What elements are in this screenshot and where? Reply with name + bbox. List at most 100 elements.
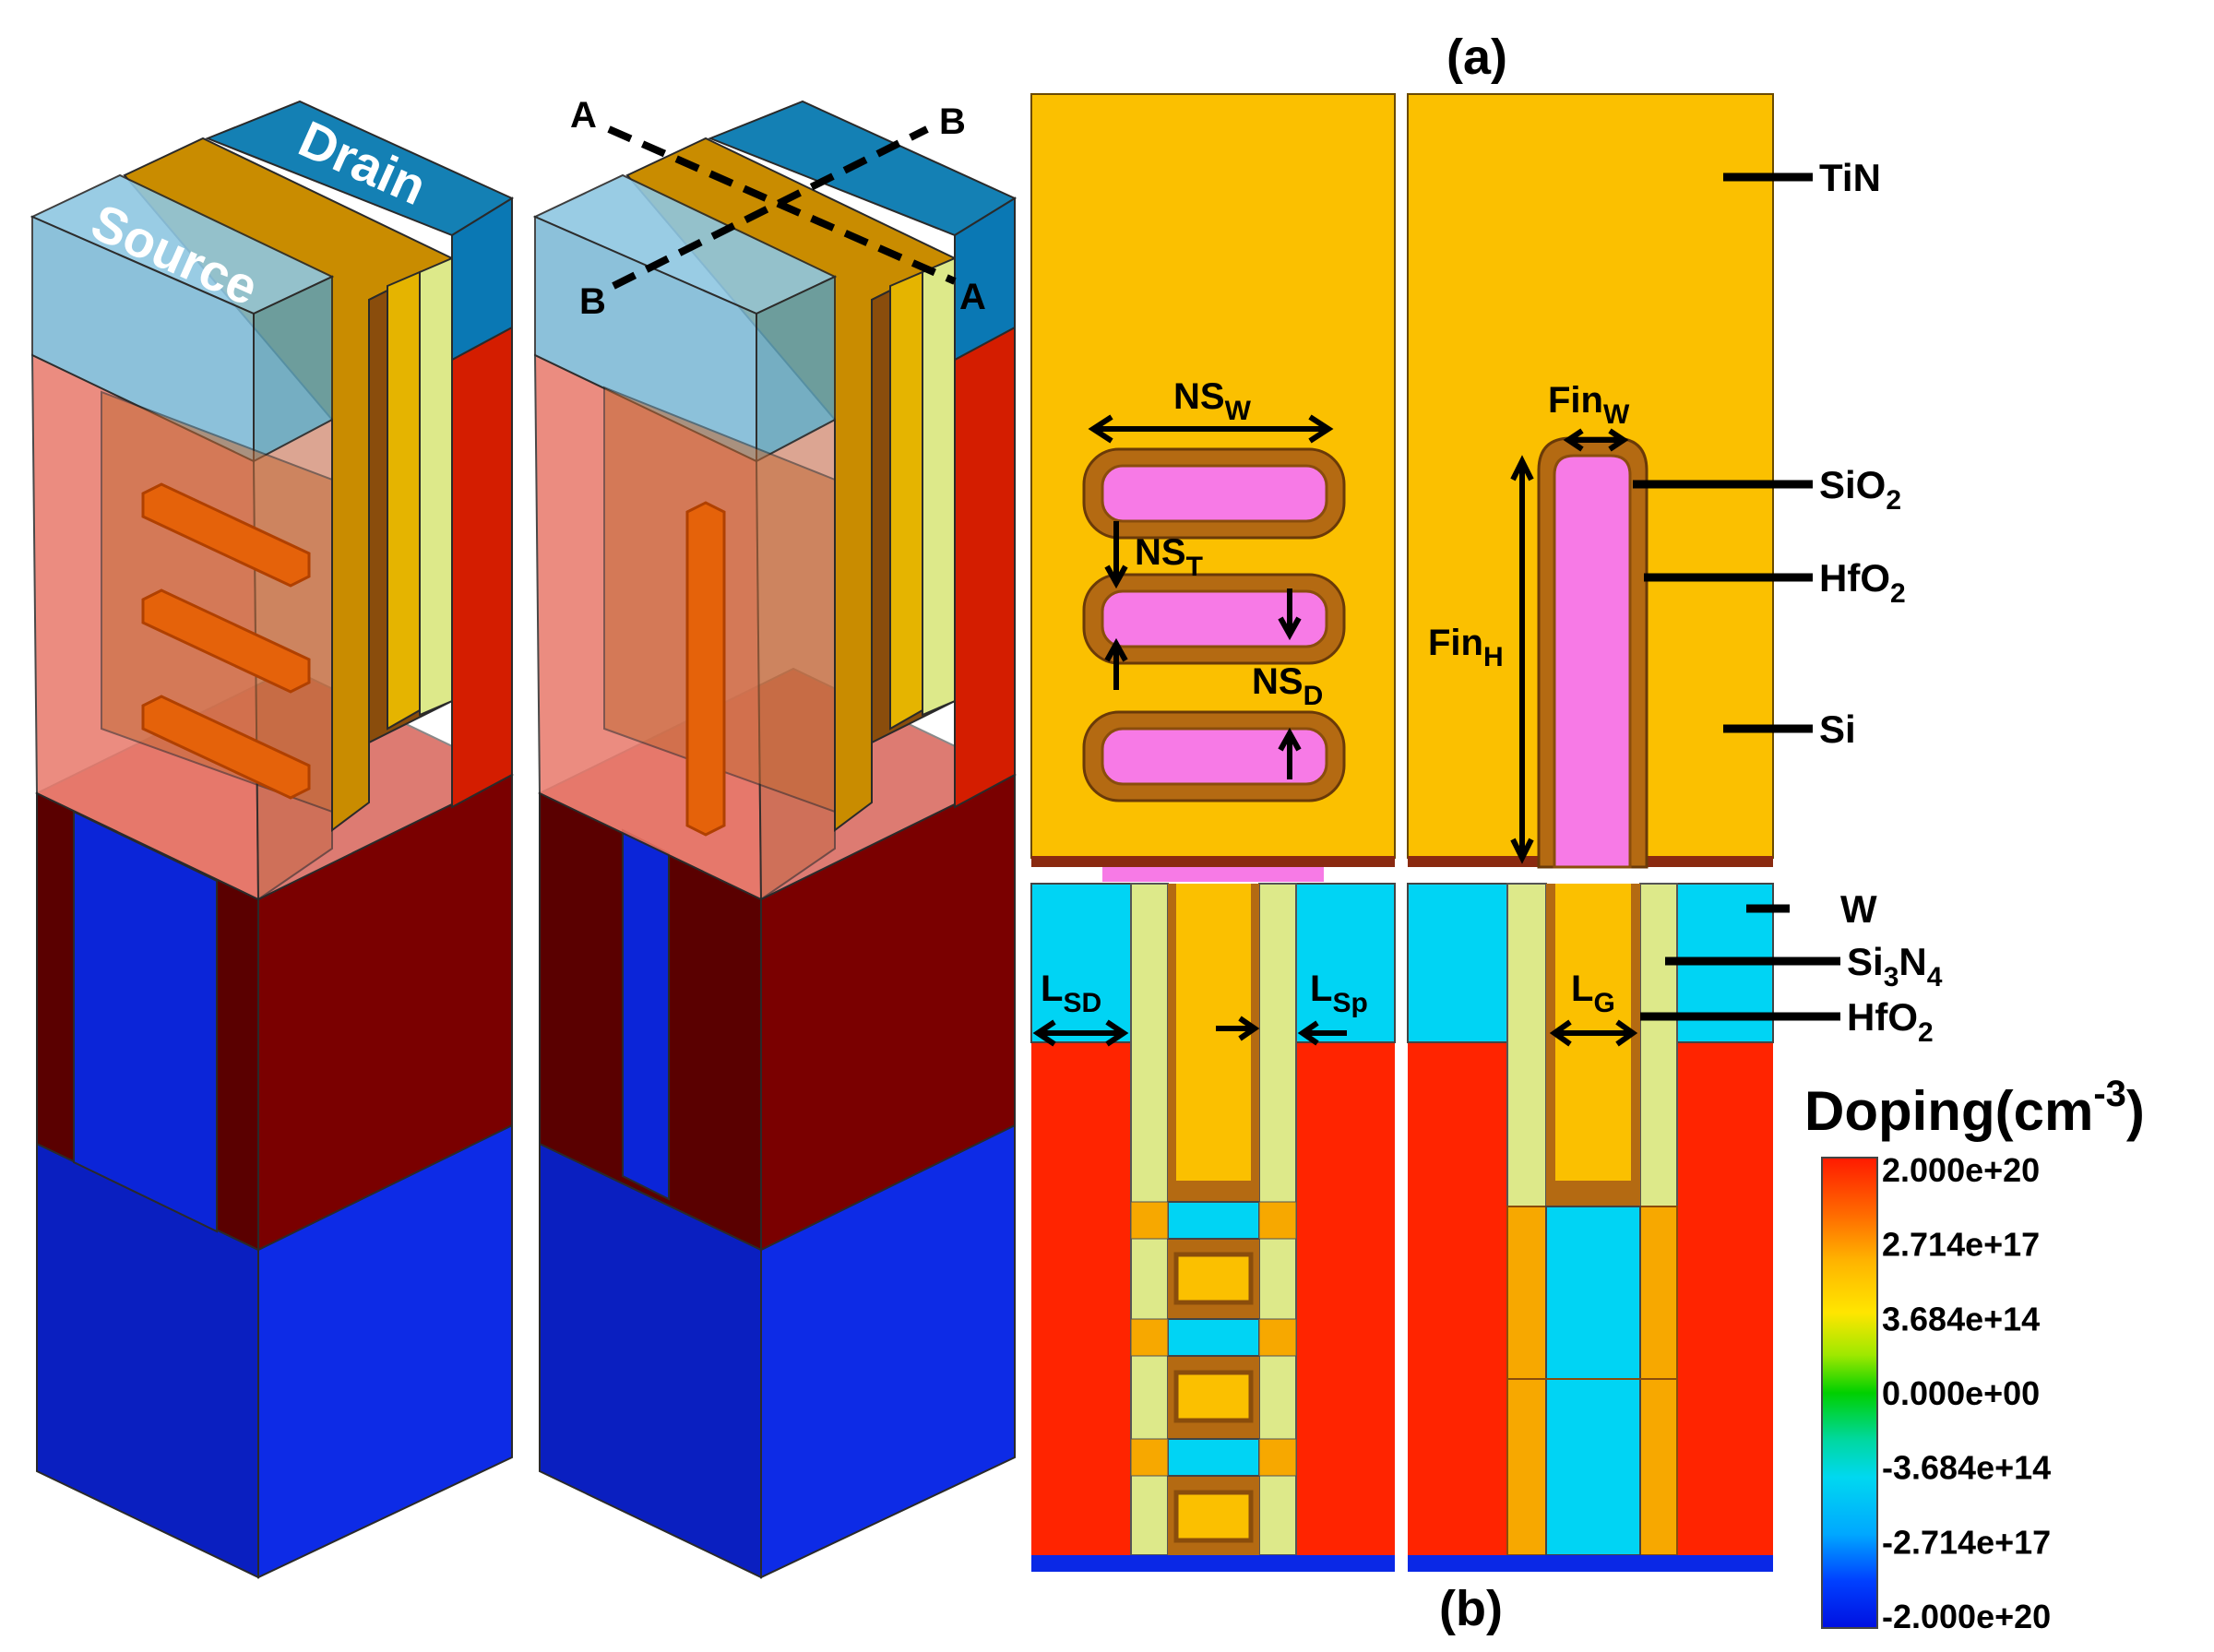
- arrowhead: [1278, 727, 1302, 752]
- nanosheet-core: [1101, 589, 1328, 648]
- panel-a-label: (a): [1446, 30, 1507, 85]
- l-sd-label: LSD: [1041, 969, 1101, 1018]
- arrowhead: [1510, 455, 1534, 481]
- arrowhead: [1297, 1020, 1319, 1046]
- w-contact-left: [1407, 883, 1508, 1043]
- tin-label: TiN: [1819, 156, 1881, 199]
- legend-tick-label: 0.000e+00: [1882, 1374, 2040, 1412]
- drain-side-face: [451, 326, 513, 809]
- w-contact-right: [1295, 883, 1396, 1043]
- arrowhead: [1308, 414, 1334, 444]
- nanosheet-core: [1101, 727, 1328, 786]
- substrate-strip: [1408, 1555, 1773, 1572]
- arrowhead: [1088, 414, 1113, 444]
- bottom-oxide-strip: [1031, 856, 1395, 867]
- arrowhead: [1105, 1019, 1129, 1047]
- legend-tick-label: 2.000e+20: [1882, 1151, 2040, 1189]
- arrowhead: [1549, 1019, 1572, 1047]
- arrowhead: [1563, 428, 1584, 452]
- cross-section-nanosheet: NSW NST NSD: [1030, 93, 1396, 882]
- ns-d-label: NSD: [1252, 661, 1323, 711]
- l-sp-label: LSp: [1310, 969, 1368, 1018]
- channel-layer-cyan: [1167, 1201, 1260, 1240]
- arrowhead: [1238, 1016, 1260, 1041]
- legend-ticks: 2.000e+20 2.714e+17 3.684e+14 0.000e+00 -3.6…: [1882, 1151, 2051, 1635]
- ns-w-label: NSW: [1173, 376, 1252, 426]
- extension-band: [1130, 1438, 1169, 1477]
- longitudinal-fin: LG: [1407, 883, 1840, 1572]
- nanosheet-core: [1101, 464, 1328, 523]
- ns-t-label: NST: [1135, 532, 1203, 582]
- w-label: W: [1840, 887, 1877, 931]
- hfo2-label: HfO2: [1819, 556, 1906, 609]
- gate-strip-3: [387, 270, 421, 731]
- gate-strip-3: [889, 270, 923, 731]
- arrowhead: [1510, 838, 1534, 864]
- cut-a-label-top: A: [570, 95, 597, 136]
- arrowhead: [1615, 1019, 1638, 1047]
- nanosheets-3d: [141, 482, 311, 800]
- legend-title: Doping(cm-3): [1804, 1074, 2145, 1142]
- channel-bottom-strip: [1102, 867, 1324, 882]
- gate-metal: [1176, 884, 1251, 1181]
- cut-a-label-bottom: A: [959, 277, 986, 317]
- si3n4-label: Si3N4: [1847, 940, 1943, 992]
- fin-core: [1553, 454, 1632, 869]
- arrowhead: [1608, 428, 1629, 452]
- substrate-tap: [622, 828, 670, 1201]
- channel-layer-cyan: [1167, 1318, 1260, 1357]
- extension-band: [1258, 1318, 1297, 1357]
- longitudinal-nanosheet: LSD LSp: [1030, 883, 1396, 1572]
- legend-tick-label: -2.714e+17: [1882, 1523, 2051, 1561]
- extension-left: [1506, 1206, 1547, 1556]
- cut-b-label-bottom: B: [579, 281, 606, 322]
- extension-right: [1639, 1206, 1678, 1556]
- drain-side-top: [451, 196, 513, 362]
- nanosheet-3d: [141, 588, 311, 694]
- extension-band: [1130, 1201, 1169, 1240]
- cut-b-label-top: B: [939, 101, 966, 142]
- device-3d-finfet: A A B B: [532, 95, 1018, 1579]
- cut-line-b: [612, 125, 929, 290]
- nanosheet-3d: [141, 482, 311, 588]
- fin-channel: [1545, 1206, 1641, 1556]
- si-label: Si: [1819, 707, 1856, 751]
- sio2-label: SiO2: [1819, 463, 1901, 516]
- channel-layer-cyan: [1167, 1438, 1260, 1477]
- arrowhead: [1104, 565, 1128, 589]
- gate-strip-4: [419, 256, 453, 717]
- extension-band: [1130, 1318, 1169, 1357]
- panel-b-label: (b): [1439, 1581, 1503, 1636]
- legend-tick-label: 2.714e+17: [1882, 1226, 2040, 1264]
- spacer-right: [1639, 883, 1678, 1207]
- legend-tick-label: 3.684e+14: [1882, 1300, 2040, 1337]
- substrate-strip: [1031, 1555, 1395, 1572]
- fin-h-label: FinH: [1428, 623, 1504, 672]
- legend-tick-label: -3.684e+14: [1882, 1449, 2051, 1487]
- source-cap-side: [253, 275, 333, 463]
- doping-legend: Doping(cm-3) 2.000e+20 2.714e+17 3.684e+14…: [1804, 1074, 2145, 1635]
- fin-3d: [685, 501, 726, 837]
- drain-side-top: [954, 196, 1016, 362]
- hfo2-label-b: HfO2: [1847, 995, 1934, 1048]
- gate-layer: [1173, 1490, 1254, 1543]
- gate-layer: [1173, 1370, 1254, 1423]
- arrowhead: [1032, 1019, 1056, 1047]
- fin-w-label: FinW: [1548, 380, 1630, 430]
- w-contact-left: [1030, 883, 1132, 1043]
- extension-band: [1258, 1438, 1297, 1477]
- arrowhead: [1104, 637, 1128, 662]
- drain-side-face: [954, 326, 1016, 809]
- device-3d-nanosheet: Source Drain: [30, 100, 515, 1579]
- cross-section-fin: FinW FinH: [1407, 93, 1813, 869]
- source-cap-side: [756, 275, 836, 463]
- l-g-label: LG: [1571, 969, 1615, 1018]
- legend-colorbar: [1821, 1157, 1878, 1629]
- gate-strip-4: [922, 256, 956, 717]
- gate-layer: [1173, 1252, 1254, 1305]
- extension-band: [1258, 1201, 1297, 1240]
- legend-tick-label: -2.000e+20: [1882, 1598, 2051, 1635]
- spacer-left: [1506, 883, 1547, 1207]
- substrate-tap: [73, 810, 218, 1233]
